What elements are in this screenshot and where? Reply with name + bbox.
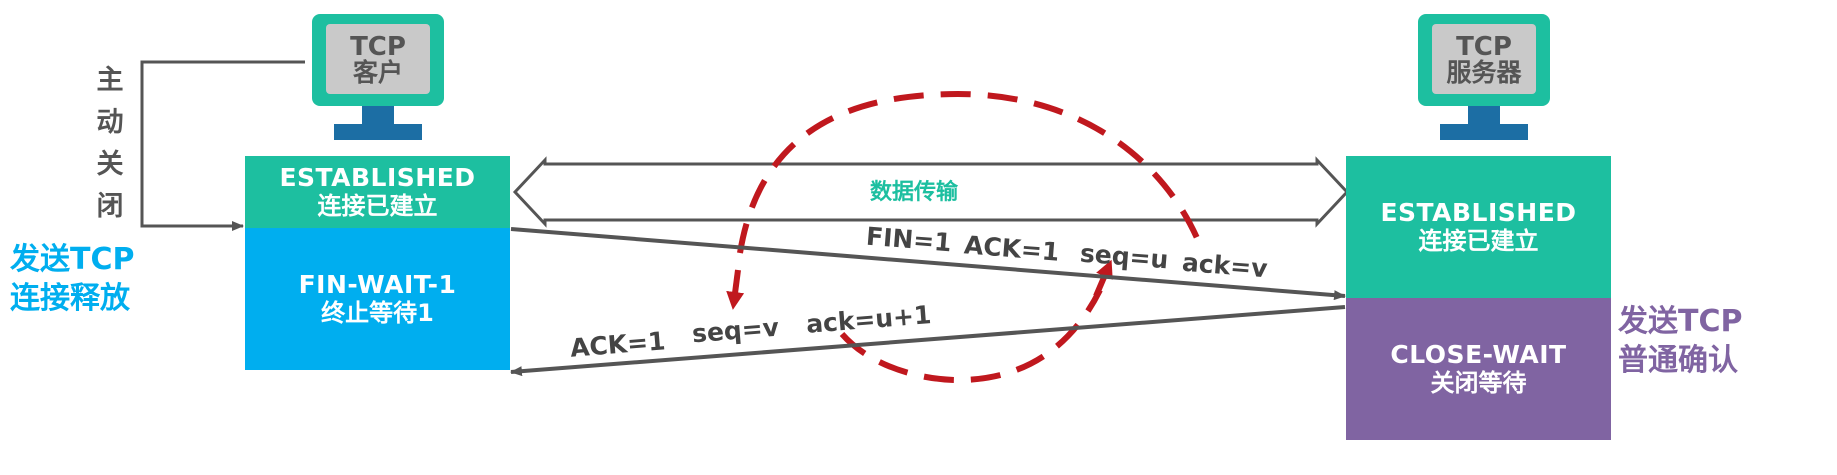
active-close-label: 主 动 关 闭 [92, 60, 128, 228]
server-send-label-line2: 普通确认 [1618, 343, 1738, 378]
ack-message-arrow [510, 305, 1346, 377]
server-monitor-neck [1468, 106, 1500, 124]
client-screen-line1: TCP [350, 31, 406, 62]
data-transfer-label: 数据传输 [870, 180, 959, 205]
server-established-box: ESTABLISHED 连接已建立 [1346, 156, 1611, 298]
active-close-bracket [140, 60, 305, 231]
active-close-char-4: 闭 [96, 191, 124, 222]
client-computer-icon: TCP 客户 [312, 14, 444, 140]
client-screen-line2: 客户 [352, 57, 403, 87]
server-state-zh: 关闭等待 [1430, 368, 1527, 397]
client-monitor-base [334, 124, 422, 140]
red-dashed-arrowhead-right [1093, 259, 1113, 298]
active-close-char-2: 动 [96, 107, 124, 138]
client-send-label-line1: 发送TCP [10, 242, 135, 277]
server-established-zh: 连接已建立 [1418, 226, 1539, 255]
active-close-char-3: 关 [96, 149, 124, 180]
client-send-label-line2: 连接释放 [10, 281, 130, 316]
server-screen-line2: 服务器 [1446, 57, 1522, 87]
server-send-label-line1: 发送TCP [1618, 304, 1743, 339]
red-dashed-arrowhead-left [726, 269, 745, 310]
client-send-label: 发送TCP 连接释放 [10, 240, 134, 318]
client-established-en: ESTABLISHED [279, 162, 476, 192]
client-established-box: ESTABLISHED 连接已建立 [245, 156, 510, 228]
server-close-wait-box: CLOSE-WAIT 关闭等待 [1346, 298, 1611, 440]
server-established-en: ESTABLISHED [1380, 197, 1577, 227]
server-screen: TCP 服务器 [1418, 14, 1550, 106]
active-close-char-1: 主 [96, 65, 124, 96]
server-state-en: CLOSE-WAIT [1390, 339, 1567, 369]
server-send-label: 发送TCP 普通确认 [1618, 302, 1742, 380]
server-screen-line1: TCP [1456, 31, 1512, 62]
client-screen: TCP 客户 [312, 14, 444, 106]
client-state-en: FIN-WAIT-1 [298, 269, 457, 299]
client-fin-wait-box: FIN-WAIT-1 终止等待1 [245, 228, 510, 370]
client-monitor-neck [362, 106, 394, 124]
server-computer-icon: TCP 服务器 [1418, 14, 1550, 140]
fin-message-arrow [510, 227, 1346, 301]
client-state-zh: 终止等待1 [321, 298, 434, 327]
server-monitor-base [1440, 124, 1528, 140]
red-dashed-cycle-lower [839, 288, 1103, 384]
client-established-zh: 连接已建立 [317, 191, 438, 220]
red-dashed-cycle-upper [737, 90, 1203, 254]
